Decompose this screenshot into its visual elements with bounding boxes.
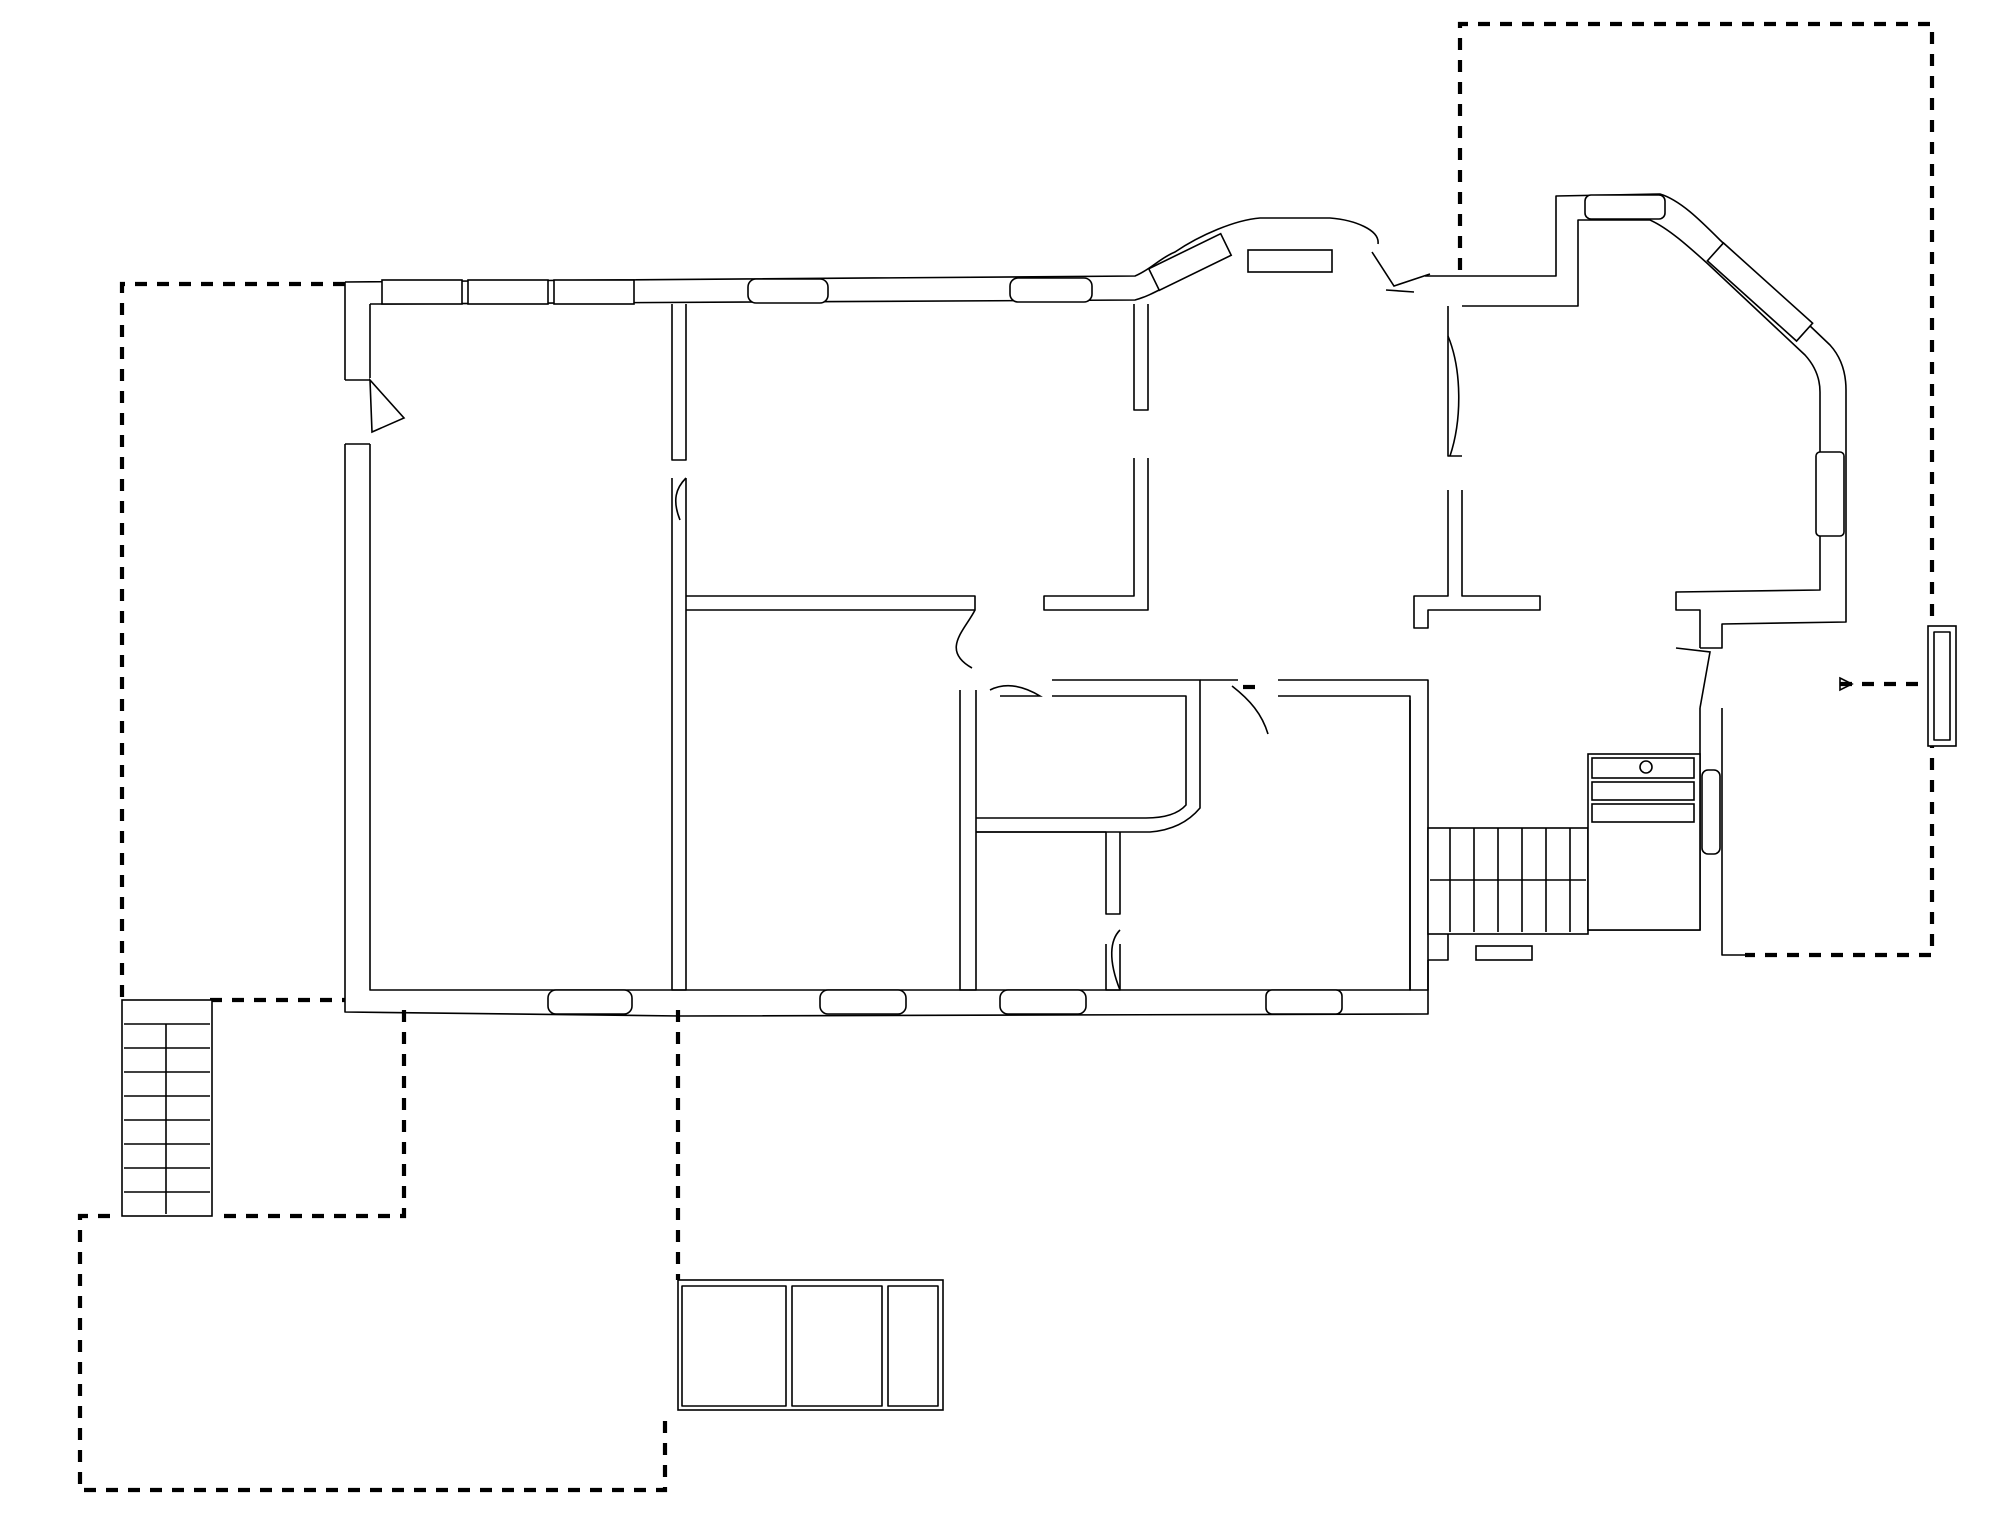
door-hall-center	[955, 609, 976, 669]
window-right-top	[1584, 194, 1666, 220]
left-wall-stub	[345, 379, 370, 445]
top-wall-outer	[344, 217, 1379, 283]
window-top-vent	[1247, 249, 1333, 273]
window-bottom-small	[1475, 945, 1533, 961]
hall-wall-left-lower	[1043, 458, 1149, 611]
lower-left-yard-outline-2	[77, 1213, 668, 1493]
windows	[381, 194, 1845, 1015]
door-room2	[674, 477, 687, 521]
left-terrace-outline	[119, 281, 345, 1000]
lower-left-yard-outline	[215, 1010, 407, 1219]
door-closet	[1231, 685, 1269, 735]
hall-wall-right-lower	[1413, 490, 1541, 629]
wall-bottom-right-small	[1105, 944, 1121, 991]
right-exterior-post-inner	[1933, 631, 1951, 741]
window-top-bay	[1147, 232, 1233, 292]
window-bottom-3	[999, 989, 1087, 1015]
left-wall-inner	[369, 304, 1411, 991]
door-right-upper	[1447, 335, 1460, 457]
window-top-3	[553, 279, 635, 305]
kitchen-shelf-3	[1591, 803, 1695, 823]
left-wall-outer	[344, 282, 1429, 1017]
hall-wall-left-upper	[1133, 304, 1149, 411]
right-stair-frame	[1427, 827, 1589, 935]
door-top-hall	[1371, 251, 1431, 293]
window-top-5	[1009, 277, 1093, 303]
window-top-4	[747, 278, 829, 304]
small-room-divider	[976, 831, 1121, 915]
small-room-top-wall-inner	[976, 695, 1187, 819]
window-right-side	[1815, 451, 1845, 537]
wall-room2-horizontal	[686, 595, 976, 611]
doors	[369, 251, 1711, 991]
stairs	[121, 625, 1957, 1411]
left-stair-frame	[121, 999, 213, 1217]
window-top-1	[381, 279, 463, 305]
right-terrace-outline	[1457, 21, 1935, 958]
small-room-top-wall	[976, 679, 1201, 833]
window-bottom-1	[547, 989, 633, 1015]
door-bottom-small	[1110, 929, 1121, 991]
window-top-2	[467, 279, 549, 305]
right-top-wall-inner	[1462, 219, 1821, 648]
wall-room3-right	[959, 690, 977, 991]
kitchen-shelf-2	[1591, 781, 1695, 801]
right-exterior-arrow-icon	[1839, 676, 1854, 692]
right-room-top-wall	[1278, 679, 1429, 991]
kitchen-shelf-1	[1591, 757, 1695, 779]
window-bottom-4	[1265, 989, 1343, 1015]
right-lower-wall	[1721, 708, 1745, 956]
window-right-lower	[1701, 769, 1721, 855]
left-stair-treads	[124, 1023, 210, 1214]
window-right-diagonal	[1706, 241, 1814, 343]
kitchen-sink-icon	[1639, 760, 1653, 774]
interior-walls	[671, 304, 1541, 991]
window-bottom-2	[819, 989, 907, 1015]
wall-room1-room2	[671, 304, 687, 991]
kitchen-unit	[1587, 753, 1701, 931]
door-left-entry	[369, 377, 406, 434]
bottom-stair-frame	[677, 1279, 944, 1411]
bottom-stair-dividers	[681, 1285, 939, 1407]
right-top-wall	[1425, 193, 1847, 649]
right-stair-treads	[1430, 828, 1586, 932]
right-exterior-post	[1927, 625, 1957, 747]
hall-wall-right-upper	[1447, 306, 1462, 457]
door-right-hall	[1675, 647, 1711, 709]
door-small-room	[989, 685, 1043, 697]
